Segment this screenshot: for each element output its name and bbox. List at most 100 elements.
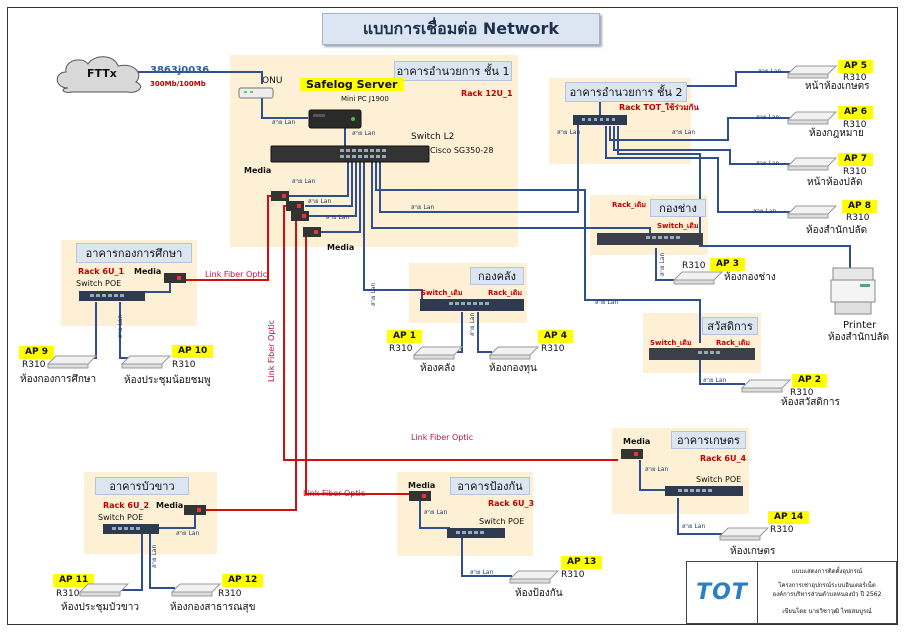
warehouse-rack: Rack_เดิม: [488, 289, 522, 297]
ap1-model: R310: [389, 344, 413, 354]
ap6-badge: AP 6: [838, 106, 873, 119]
welfare-switch: Switch_เดิม: [650, 339, 692, 347]
defense-rack: Rack 6U_3: [488, 499, 535, 508]
ap4-room: ห้องกองทุน: [489, 363, 537, 374]
legend-line-1: แบบแสดงการติดตั้งอุปกรณ์: [791, 568, 863, 575]
ap13-badge: AP 13: [561, 556, 603, 569]
media-converter-icon-1: [271, 191, 289, 201]
ap8-room: ห้องสำนักปลัด: [806, 225, 868, 236]
buabao-media: Media: [156, 501, 184, 510]
welfare-rack: Rack_เดิม: [716, 339, 750, 347]
lan-label-ap6: สาย Lan: [756, 114, 780, 121]
ap5-icon: [786, 65, 838, 79]
agriculture-media-icon: [621, 449, 643, 459]
ap12-model: R310: [218, 589, 242, 599]
defense-name: อาคารป้องกัน: [450, 477, 530, 495]
ap13-room: ห้องป้องกัน: [515, 588, 563, 599]
ap11-icon: [78, 583, 130, 597]
ap10-model: R310: [172, 360, 196, 370]
ap12-room: ห้องกองสาธารณสุข: [170, 602, 256, 613]
education-name: อาคารกองการศึกษา: [76, 243, 192, 263]
agriculture-rack: Rack 6U_4: [700, 454, 747, 463]
ap8-model: R310: [846, 213, 870, 223]
onu-icon: [238, 87, 274, 99]
agriculture-name: อาคารเกษตร: [671, 431, 746, 449]
lan-label-welfare: สาย Lan: [595, 299, 619, 306]
lan-label-welfare-ap: สาย Lan: [703, 377, 727, 384]
lan-switch-media3: [300, 162, 357, 217]
ap9-badge: AP 9: [19, 346, 54, 359]
cloud-label: FTTx: [87, 67, 117, 80]
server-model: Mini PC J1900: [341, 95, 389, 103]
ap5-room: หน้าห้องเกษตร: [805, 81, 870, 92]
main-building-name: อาคารอำนวยการ ชั้น 1: [394, 61, 512, 81]
lan-label-buabao: สาย Lan: [176, 530, 200, 537]
ap11-model: R310: [56, 589, 80, 599]
buabao-rack: Rack 6U_2: [103, 501, 150, 510]
lan-label-ap13: สาย Lan: [470, 569, 494, 576]
defense-switch: Switch POE: [479, 517, 525, 526]
switch-l2-label: Switch L2: [411, 132, 455, 142]
agriculture-switch: Switch POE: [696, 475, 742, 484]
lan-label-ap8: สาย Lan: [753, 208, 777, 215]
lan-onu-server: [261, 92, 308, 119]
ap3-model: R310: [682, 261, 706, 271]
buabao-switch: Switch POE: [98, 513, 144, 522]
ap9-model: R310: [22, 360, 46, 370]
engineering-switch-icon: [597, 233, 703, 245]
ap9-room: ห้องกองการศึกษา: [20, 374, 97, 385]
diagram-frame: [7, 7, 898, 625]
lan-label-ap5: สาย Lan: [758, 68, 782, 75]
diagram-title: แบบการเชื่อมต่อ Network: [322, 13, 600, 45]
fiber-buabao: [204, 216, 297, 514]
ap2-icon: [740, 379, 792, 393]
lan-edu-switch-media: [145, 282, 171, 293]
ap7-badge: AP 7: [838, 153, 873, 166]
agriculture-media: Media: [623, 437, 651, 446]
ap1-room: ห้องคลัง: [420, 363, 456, 374]
agriculture-switch-icon: [665, 486, 743, 496]
buabao-switch-icon: [103, 524, 159, 534]
lan-label-education: สาย Lan: [117, 314, 124, 338]
ap14-room: ห้องเกษตร: [730, 546, 776, 557]
ap4-badge: AP 4: [538, 330, 573, 343]
fiber-edu: [185, 195, 277, 281]
welfare-switch-icon: [649, 348, 755, 360]
fiber-label-defense: Link Fiber Optic: [303, 489, 366, 498]
lan-label-agriculture: สาย Lan: [645, 466, 669, 473]
ap12-badge: AP 12: [222, 574, 264, 587]
ap2-model: R310: [790, 388, 814, 398]
ap14-icon: [718, 527, 770, 541]
printer-icon: [830, 267, 876, 315]
ap3-badge: AP 3: [710, 258, 745, 271]
warehouse-name: กองคลัง: [470, 267, 524, 285]
ap10-icon: [120, 355, 172, 369]
engineering-rack: Rack_เดิม: [612, 201, 646, 209]
legend-line-4: เขียนโดย นายวิชาวุฒิ ไทยสมบูรณ์: [782, 608, 872, 615]
printer-room: ห้องสำนักปลัด: [828, 332, 890, 343]
ap13-model: R310: [561, 570, 585, 580]
ap10-badge: AP 10: [172, 345, 214, 358]
ap5-badge: AP 5: [838, 60, 873, 73]
lan-label-b2-right: สาย Lan: [672, 129, 696, 136]
lan-bua-switch: [155, 512, 196, 529]
lan-def-switch: [419, 500, 450, 529]
lan-label-defense: สาย Lan: [424, 509, 448, 516]
defense-media-icon: [409, 491, 431, 501]
lan-switch-warehouse: [363, 162, 423, 300]
internet-speed: 300Mb/100Mb: [150, 80, 206, 88]
engineering-switch: Switch_เดิม: [657, 222, 699, 230]
ap11-badge: AP 11: [53, 574, 95, 587]
ap13-icon: [508, 570, 560, 584]
lan-label-media1: สาย Lan: [292, 178, 316, 185]
lan-label-onu: สาย Lan: [272, 119, 296, 126]
lan-label-server: สาย Lan: [352, 130, 376, 137]
ap1-badge: AP 1: [387, 330, 422, 343]
building2-switch-icon: [573, 115, 627, 125]
education-media-icon: [164, 273, 186, 283]
lan-edu-ap9: [78, 302, 97, 359]
lan-label-buabao-v: สาย Lan: [151, 544, 158, 568]
education-switch-icon: [79, 291, 145, 301]
ap11-room: ห้องประชุมบัวขาว: [61, 602, 139, 613]
media-label-bottom: Media: [327, 243, 355, 252]
